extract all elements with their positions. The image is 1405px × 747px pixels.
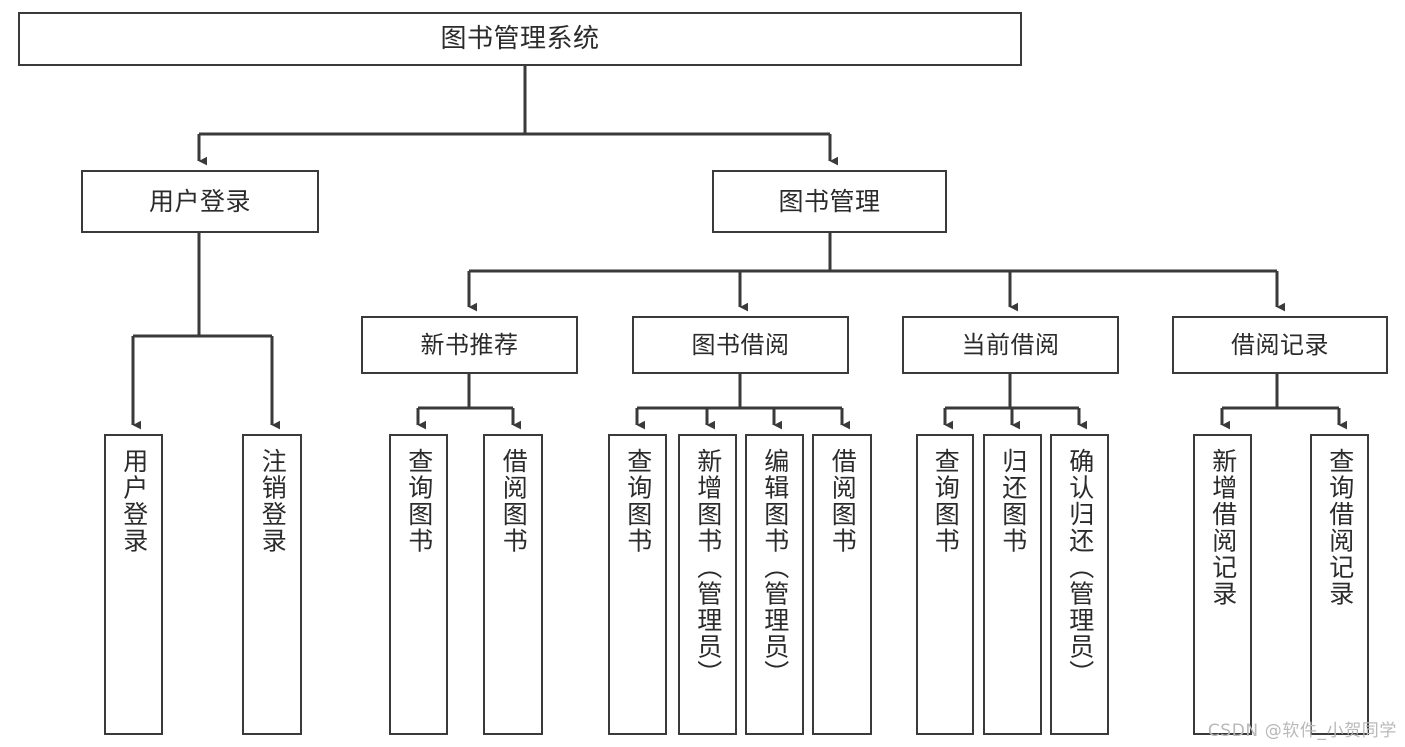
node-label: 图书借阅 <box>691 330 790 359</box>
node-label: 图书管理系统 <box>440 23 600 54</box>
node-label: 借阅图书 <box>499 448 529 554</box>
node-label: 用户登录 <box>119 448 149 554</box>
node-user-login[interactable]: 用户登录 <box>81 170 319 233</box>
node-label: 查询图书 <box>404 448 434 554</box>
node-label: 查询图书 <box>623 448 653 554</box>
leaf-return-book[interactable]: 归还图书 <box>983 434 1042 735</box>
node-label: 查询借阅记录 <box>1325 448 1355 607</box>
node-label: 查询图书 <box>931 448 961 554</box>
leaf-logout[interactable]: 注销登录 <box>242 434 302 735</box>
node-root-book-management-system[interactable]: 图书管理系统 <box>18 12 1022 66</box>
node-book-borrowing[interactable]: 图书借阅 <box>632 316 849 374</box>
leaf-query-borrow-record[interactable]: 查询借阅记录 <box>1310 434 1369 735</box>
node-label: 确认归还（管理员） <box>1065 448 1095 687</box>
node-label: 用户登录 <box>148 186 251 216</box>
node-label: 新书推荐 <box>420 330 519 359</box>
node-new-book-recommendation[interactable]: 新书推荐 <box>361 316 578 374</box>
node-borrowing-record[interactable]: 借阅记录 <box>1172 316 1388 374</box>
node-label: 当前借阅 <box>961 330 1060 359</box>
leaf-query-book-new-rec[interactable]: 查询图书 <box>389 434 448 735</box>
leaf-add-book-admin[interactable]: 新增图书（管理员） <box>678 434 737 735</box>
node-book-management[interactable]: 图书管理 <box>712 170 947 233</box>
node-label: 借阅图书 <box>828 448 858 554</box>
node-label: 新增借阅记录 <box>1208 448 1238 607</box>
node-label: 图书管理 <box>778 186 881 216</box>
node-label: 新增图书（管理员） <box>693 448 723 687</box>
leaf-edit-book-admin[interactable]: 编辑图书（管理员） <box>745 434 804 735</box>
leaf-user-login[interactable]: 用户登录 <box>104 434 163 735</box>
leaf-query-book-current[interactable]: 查询图书 <box>916 434 974 735</box>
leaf-confirm-return-admin[interactable]: 确认归还（管理员） <box>1050 434 1109 735</box>
leaf-borrow-book-new-rec[interactable]: 借阅图书 <box>483 434 543 735</box>
node-label: 注销登录 <box>258 448 288 554</box>
leaf-add-borrow-record[interactable]: 新增借阅记录 <box>1193 434 1252 735</box>
csdn-watermark: CSDN @软件_小贺同学 <box>1207 721 1397 741</box>
leaf-query-book-borrow[interactable]: 查询图书 <box>608 434 667 735</box>
node-current-borrowing[interactable]: 当前借阅 <box>902 316 1119 374</box>
node-label: 借阅记录 <box>1231 330 1329 359</box>
leaf-borrow-book-borrow[interactable]: 借阅图书 <box>812 434 872 735</box>
node-label: 编辑图书（管理员） <box>760 448 790 687</box>
node-label: 归还图书 <box>998 448 1028 554</box>
